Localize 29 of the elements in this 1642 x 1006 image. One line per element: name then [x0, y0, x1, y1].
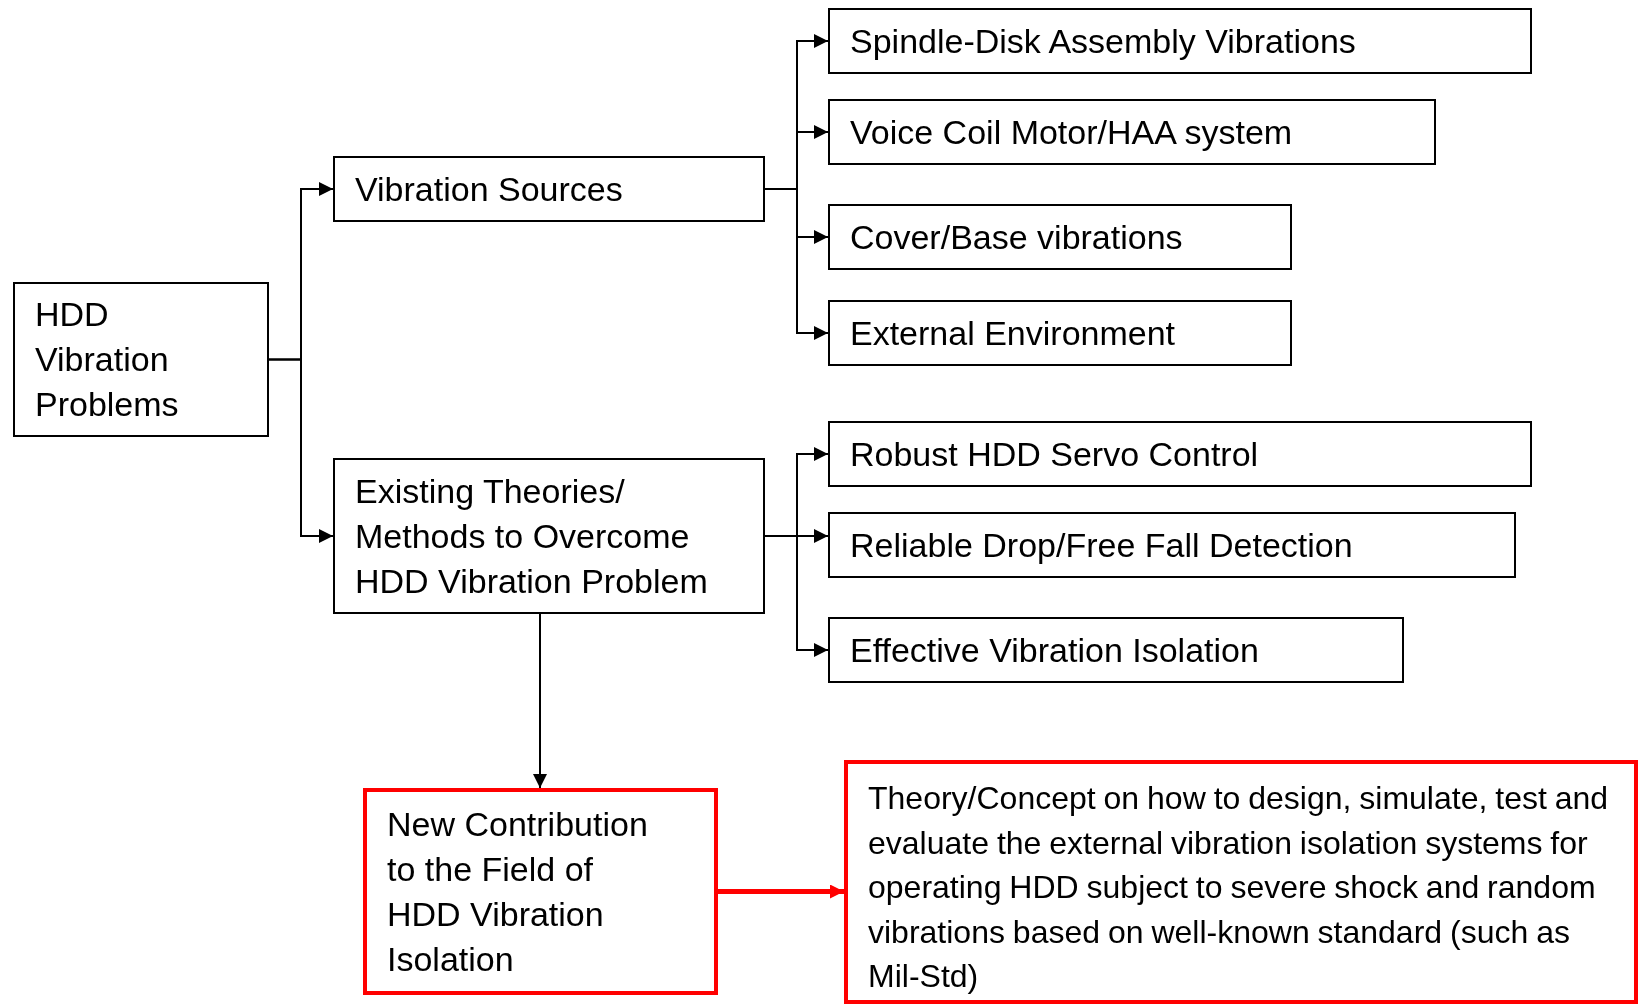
box-text: Spindle-Disk Assembly Vibrations — [850, 20, 1356, 62]
box-text: Robust HDD Servo Control — [850, 433, 1259, 475]
box-text: New Contribution to the Field of HDD Vibration Isolation — [387, 803, 649, 980]
highlight-box — [363, 788, 718, 995]
box-text: Reliable Drop/Free Fall Detection — [850, 524, 1353, 566]
arrow — [533, 613, 547, 789]
arrow — [268, 358, 334, 543]
root-box — [13, 282, 269, 437]
box-text: Cover/Base vibrations — [850, 216, 1183, 258]
process-box — [828, 617, 1404, 683]
process-box — [333, 458, 765, 614]
box-text: External Environment — [850, 312, 1176, 354]
arrow — [718, 884, 844, 899]
box-text: Voice Coil Motor/HAA system — [850, 111, 1293, 153]
process-box — [333, 156, 765, 222]
process-box — [828, 8, 1532, 74]
box-text: Vibration Sources — [355, 168, 623, 210]
process-box — [828, 300, 1292, 366]
box-text: Theory/Concept on how to design, simulate, test and evaluate the external vibration isolation systems for operating HDD subject to severe shock and random vibrations based on well-known standard (such as Mil-Std) — [868, 779, 1610, 996]
process-box — [828, 512, 1516, 578]
box-text: Existing Theories/ Methods to Overcome HDD Vibration Problem — [355, 470, 709, 602]
arrow — [764, 535, 829, 657]
process-box — [828, 421, 1532, 487]
process-box — [828, 99, 1436, 165]
box-text: HDD Vibration Problems — [35, 294, 180, 425]
box-text: Effective Vibration Isolation — [850, 629, 1259, 671]
description-box — [844, 760, 1638, 1004]
process-box — [828, 204, 1292, 270]
arrow — [764, 188, 829, 340]
